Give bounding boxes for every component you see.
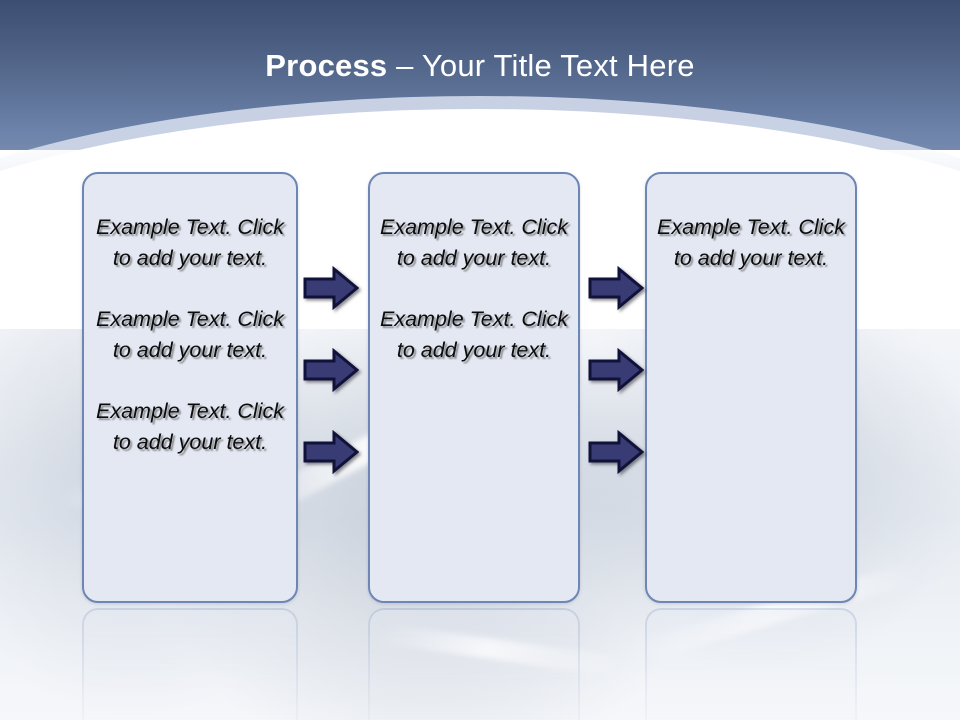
box-reflection-2	[368, 608, 580, 720]
arrow-right-icon[interactable]	[588, 266, 644, 310]
process-box-3-text: Example Text. Click to add your text.	[655, 212, 847, 274]
process-box-3[interactable]: Example Text. Click to add your text.	[645, 172, 857, 603]
text-block[interactable]: Example Text. Click to add your text.	[96, 307, 284, 362]
slide-title-rest: Your Title Text Here	[421, 48, 695, 83]
arrow-right-icon[interactable]	[303, 430, 359, 474]
slide-title-bold: Process	[265, 48, 388, 83]
process-box-1-text: Example Text. Click to add your text. Ex…	[92, 212, 288, 458]
process-box-2[interactable]: Example Text. Click to add your text. Ex…	[368, 172, 580, 603]
arrow-right-icon[interactable]	[303, 348, 359, 392]
text-block[interactable]: Example Text. Click to add your text.	[96, 215, 284, 270]
text-block[interactable]: Example Text. Click to add your text.	[657, 215, 845, 270]
process-box-2-text: Example Text. Click to add your text. Ex…	[378, 212, 570, 366]
slide-title: Process – Your Title Text Here	[0, 48, 960, 84]
process-box-1[interactable]: Example Text. Click to add your text. Ex…	[82, 172, 298, 603]
arrow-right-icon[interactable]	[588, 430, 644, 474]
text-block[interactable]: Example Text. Click to add your text.	[380, 307, 568, 362]
box-reflection-3	[645, 608, 857, 720]
text-block[interactable]: Example Text. Click to add your text.	[96, 399, 284, 454]
arrow-right-icon[interactable]	[303, 266, 359, 310]
slide-title-separator: –	[387, 48, 422, 83]
arrow-right-icon[interactable]	[588, 348, 644, 392]
box-reflection-1	[82, 608, 298, 720]
text-block[interactable]: Example Text. Click to add your text.	[380, 215, 568, 270]
